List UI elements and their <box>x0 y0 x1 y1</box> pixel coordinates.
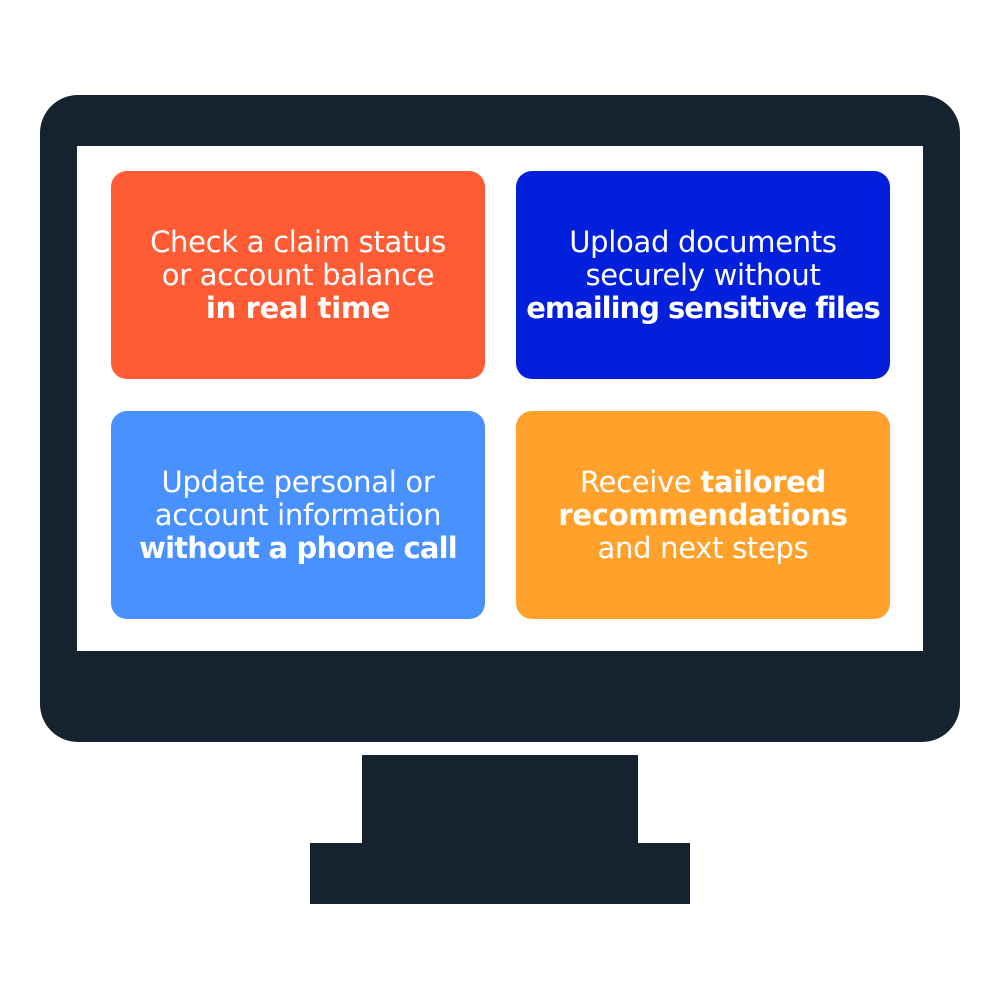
card-emphasis: without a phone call <box>139 530 458 565</box>
card-emphasis: recommendations <box>558 497 848 532</box>
card-line-emphasis: without a phone call <box>139 530 458 565</box>
card-text: Upload documents securely without emaili… <box>526 224 880 325</box>
card-recommendations: Receive tailored recommendations and nex… <box>516 411 890 619</box>
card-line: or account balance <box>161 257 435 292</box>
card-emphasis: emailing sensitive files <box>526 290 880 325</box>
card-update-information: Update personal or account information w… <box>111 411 485 619</box>
card-emphasis: in real time <box>205 290 391 325</box>
card-line: Update personal or <box>161 464 435 499</box>
card-line: Check a claim status <box>150 224 446 259</box>
card-claim-status: Check a claim status or account balance … <box>111 171 485 379</box>
card-line: securely without <box>585 257 821 292</box>
card-regular-text: Receive <box>580 464 701 499</box>
card-line-emphasis: in real time <box>150 290 446 325</box>
card-line: account information <box>154 497 442 532</box>
card-text: Receive tailored recommendations and nex… <box>558 464 848 565</box>
card-line: Upload documents <box>569 224 837 259</box>
monitor-stand-base <box>310 843 690 904</box>
card-emphasis: tailored <box>700 464 826 499</box>
card-line-emphasis: emailing sensitive files <box>526 290 880 325</box>
card-upload-documents: Upload documents securely without emaili… <box>516 171 890 379</box>
card-text: Update personal or account information w… <box>139 464 458 565</box>
card-line-emphasis: recommendations <box>558 497 848 532</box>
card-line: Receive tailored <box>558 464 847 499</box>
monitor-stand-neck <box>362 755 638 845</box>
card-text: Check a claim status or account balance … <box>150 224 446 325</box>
card-line: and next steps <box>597 530 809 565</box>
